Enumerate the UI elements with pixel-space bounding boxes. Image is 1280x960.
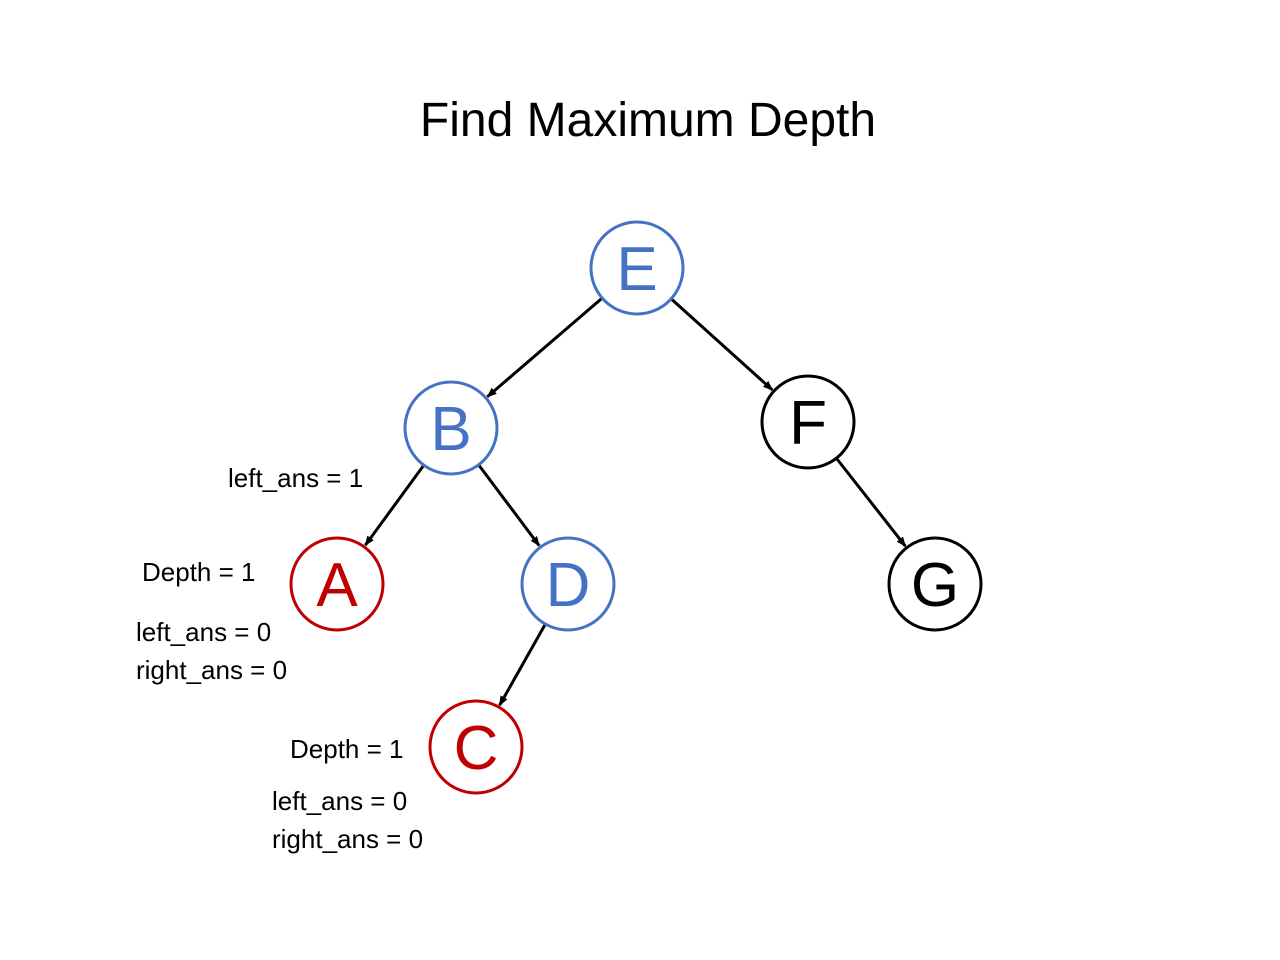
- node-circle-a: [289, 536, 385, 632]
- node-label-d: D: [546, 551, 591, 620]
- edge-e-f: [670, 298, 774, 392]
- node-label-b: B: [430, 395, 471, 464]
- node-b: B: [403, 380, 499, 476]
- node-label-e: E: [616, 235, 657, 304]
- node-label-g: G: [911, 551, 959, 620]
- a-depth-label: Depth = 1: [142, 557, 255, 587]
- node-circle-f: [760, 374, 856, 470]
- node-circle-e: [589, 220, 685, 316]
- c-depth-label: Depth = 1: [290, 734, 403, 764]
- edge-b-a: [364, 465, 425, 547]
- edge-e-b: [486, 297, 603, 398]
- node-circle-b: [403, 380, 499, 476]
- edge-f-g: [835, 458, 907, 548]
- node-label-a: A: [316, 551, 358, 620]
- node-g: G: [887, 536, 983, 632]
- nodes: E B F A D G C: [289, 220, 983, 795]
- node-circle-g: [887, 536, 983, 632]
- node-label-f: F: [789, 389, 827, 458]
- b-left-ans-label: left_ans = 1: [228, 463, 363, 493]
- node-label-c: C: [454, 714, 499, 783]
- node-e: E: [589, 220, 685, 316]
- c-left-ans-label: left_ans = 0: [272, 786, 407, 816]
- node-a: A: [289, 536, 385, 632]
- slide-title: Find Maximum Depth: [420, 94, 876, 147]
- node-f: F: [760, 374, 856, 470]
- node-circle-d: [520, 536, 616, 632]
- a-right-ans-label: right_ans = 0: [136, 655, 287, 685]
- edges: [364, 297, 907, 707]
- node-c: C: [428, 699, 524, 795]
- c-right-ans-label: right_ans = 0: [272, 824, 423, 854]
- edge-d-c: [498, 624, 547, 707]
- node-circle-c: [428, 699, 524, 795]
- a-left-ans-label: left_ans = 0: [136, 617, 271, 647]
- edge-b-d: [478, 464, 541, 547]
- node-d: D: [520, 536, 616, 632]
